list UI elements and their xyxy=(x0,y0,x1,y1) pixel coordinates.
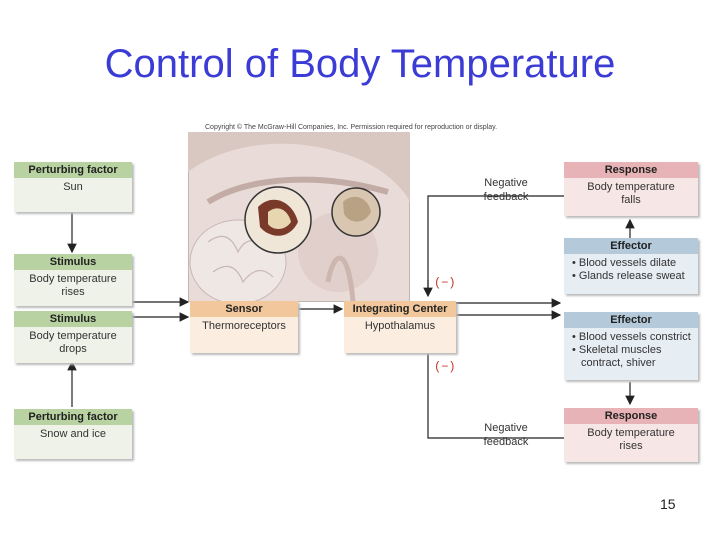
effector-item: • Glands release sweat xyxy=(572,270,685,282)
effector-item: • Skeletal muscles xyxy=(572,344,662,356)
effector-bottom: Effector • Blood vessels constrict • Ske… xyxy=(564,312,698,380)
integrating-center-text: Hypothalamus xyxy=(364,320,436,332)
integrating-center-header: Integrating Center xyxy=(344,301,456,317)
effector-list: • Blood vessels constrict • Skeletal mus… xyxy=(564,328,698,373)
response-top: Response Body temperature falls xyxy=(564,162,698,216)
stimulus-line1: Body temperature xyxy=(29,330,117,342)
stimulus-text: Body temperature drops xyxy=(14,327,132,359)
negative-feedback-line1: Negative xyxy=(484,422,528,434)
response-header: Response xyxy=(564,408,698,424)
stimulus-top: Stimulus Body temperature rises xyxy=(14,254,132,306)
response-line1: Body temperature xyxy=(587,181,675,193)
negative-sign-top: (−) xyxy=(434,276,456,290)
effector-item: contract, shiver xyxy=(581,357,656,369)
effector-list: • Blood vessels dilate • Glands release … xyxy=(564,254,698,286)
stimulus-line1: Body temperature xyxy=(29,273,117,285)
sensor-header: Sensor xyxy=(190,301,298,317)
negative-feedback-bottom: Negative feedback xyxy=(472,421,540,449)
response-line1: Body temperature xyxy=(587,427,675,439)
effector-header: Effector xyxy=(564,238,698,254)
negative-sign-bottom: (−) xyxy=(434,360,456,374)
perturbing-factor-header: Perturbing factor xyxy=(14,409,132,425)
perturbing-factor-header: Perturbing factor xyxy=(14,162,132,178)
effector-item: • Blood vessels constrict xyxy=(572,331,691,343)
sensor-box: Sensor Thermoreceptors xyxy=(190,301,298,353)
negative-feedback-line2: feedback xyxy=(483,191,529,203)
copyright-notice: Copyright © The McGraw-Hill Companies, I… xyxy=(205,124,498,131)
negative-feedback-line1: Negative xyxy=(484,177,528,189)
stimulus-header: Stimulus xyxy=(14,254,132,270)
negative-feedback-line2: feedback xyxy=(483,436,529,448)
effector-top: Effector • Blood vessels dilate • Glands… xyxy=(564,238,698,294)
stimulus-header: Stimulus xyxy=(14,311,132,327)
response-text: Body temperature rises xyxy=(564,424,698,456)
perturbing-factor-top: Perturbing factor Sun xyxy=(14,162,132,212)
response-line2: rises xyxy=(619,440,643,452)
negative-feedback-top: Negative feedback xyxy=(472,176,540,204)
page-number: 15 xyxy=(660,496,676,512)
perturbing-factor-text: Snow and ice xyxy=(39,428,107,440)
response-bottom: Response Body temperature rises xyxy=(564,408,698,462)
effector-header: Effector xyxy=(564,312,698,328)
response-text: Body temperature falls xyxy=(564,178,698,210)
stimulus-bottom: Stimulus Body temperature drops xyxy=(14,311,132,363)
perturbing-factor-bottom: Perturbing factor Snow and ice xyxy=(14,409,132,459)
stimulus-text: Body temperature rises xyxy=(14,270,132,302)
stimulus-line2: drops xyxy=(59,343,87,355)
brain-section-illustration xyxy=(188,132,410,302)
effector-item: • Blood vessels dilate xyxy=(572,257,677,269)
response-line2: falls xyxy=(621,194,641,206)
response-header: Response xyxy=(564,162,698,178)
perturbing-factor-text: Sun xyxy=(63,181,83,193)
stimulus-line2: rises xyxy=(61,286,85,298)
integrating-center-box: Integrating Center Hypothalamus xyxy=(344,301,456,353)
sensor-text: Thermoreceptors xyxy=(202,320,286,332)
slide-title: Control of Body Temperature xyxy=(104,42,616,86)
